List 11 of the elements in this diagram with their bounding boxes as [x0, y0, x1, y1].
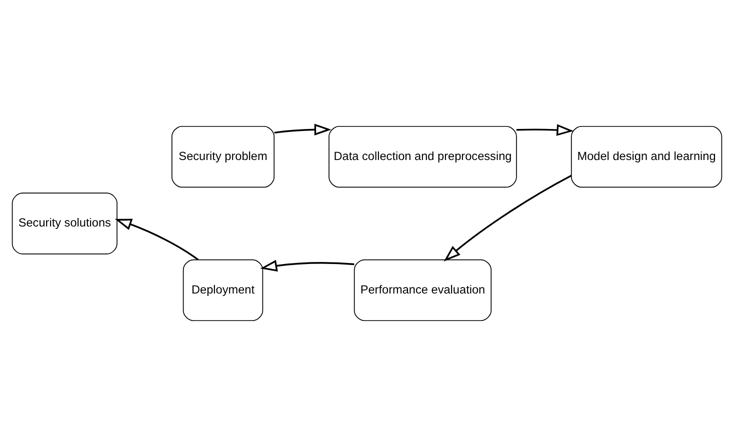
- node-box: Data collection and preprocessing: [328, 126, 517, 188]
- node-box: Model design and learning: [570, 126, 722, 188]
- arrow: [260, 260, 354, 272]
- arrow: [516, 124, 574, 136]
- arrow: [444, 174, 572, 262]
- arrow: [274, 124, 332, 136]
- arrow: [114, 218, 199, 260]
- node-box: Deployment: [182, 259, 264, 322]
- node-box: Security problem: [171, 126, 275, 188]
- node-box: Security solutions: [12, 192, 118, 254]
- node-box: Performance evaluation: [354, 259, 492, 322]
